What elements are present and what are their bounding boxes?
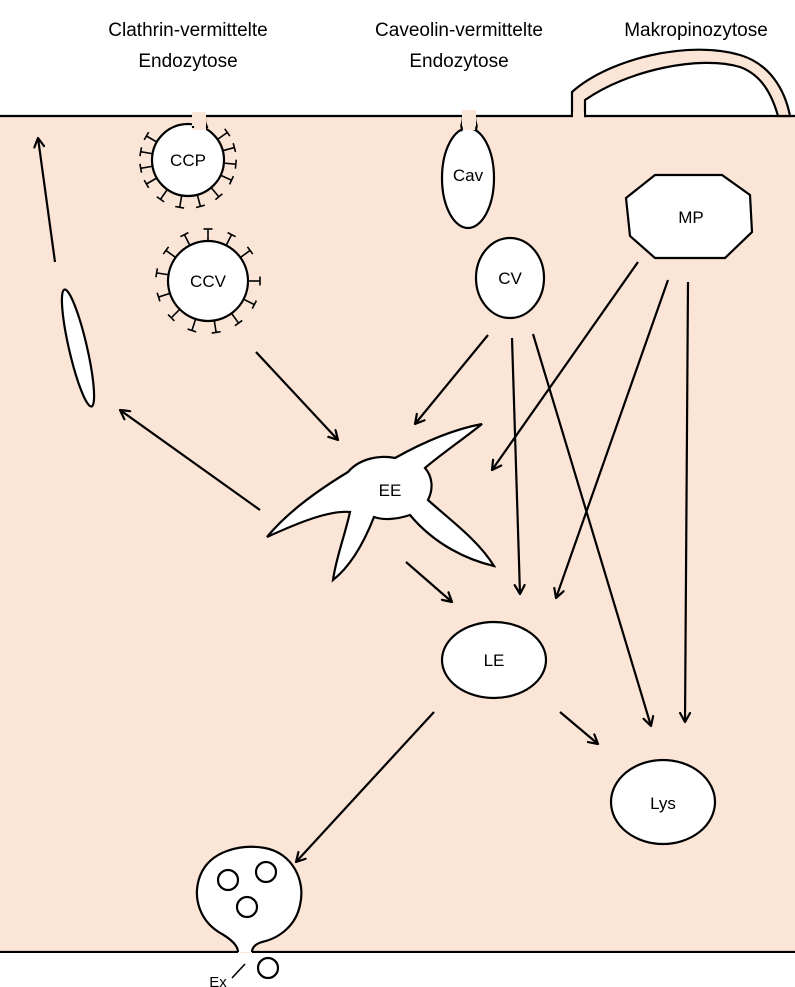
- label-cav: Cav: [453, 166, 484, 185]
- label-mp: MP: [678, 208, 704, 227]
- clathrin-spike: [146, 177, 158, 185]
- arrow-ccv-to-ee: [255, 351, 338, 440]
- clathrin-spike-cap: [162, 246, 170, 255]
- late-endosome: [440, 620, 548, 700]
- label-lys: Lys: [650, 794, 676, 813]
- clathrin-spike-cap: [139, 147, 143, 157]
- macropinocytosis-ruffle: [570, 48, 792, 118]
- clathrin-spike-cap: [211, 330, 221, 334]
- header-clathrin-line1: Clathrin-vermittelte: [108, 20, 267, 41]
- clathrin-spike-cap: [156, 292, 161, 302]
- arrow-le-to-lys: [559, 711, 598, 744]
- clathrin-spike: [146, 135, 158, 143]
- caveola: [440, 110, 496, 230]
- clathrin-spike: [210, 187, 220, 198]
- header-macropinocytosis: Makropinozytose: [624, 20, 768, 41]
- arrow-ee-to-recycling: [120, 410, 261, 511]
- clathrin-spike: [225, 234, 233, 246]
- label-ee: EE: [379, 481, 402, 500]
- clathrin-spike: [223, 162, 236, 165]
- clathrin-spike-cap: [155, 268, 159, 278]
- clathrin-spike-cap: [167, 314, 175, 322]
- lysosome: [609, 758, 717, 846]
- exosome-pointer: [231, 963, 246, 979]
- clathrin-spike: [178, 195, 183, 208]
- label-ex: Ex: [209, 974, 227, 987]
- intraluminal-vesicle: [216, 868, 240, 892]
- header-caveolin-line1: Caveolin-vermittelte: [375, 20, 543, 41]
- clathrin-spike-cap: [180, 231, 189, 238]
- arrows: [38, 138, 688, 862]
- clathrin-spike: [156, 272, 169, 276]
- label-ccp: CCP: [170, 151, 206, 170]
- clathrin-spike: [222, 146, 235, 152]
- clathrin-spike: [230, 312, 240, 324]
- clathrin-spike-cap: [232, 143, 237, 153]
- clathrin-spike-cap: [234, 159, 238, 169]
- clathrin-spike-cap: [251, 300, 258, 309]
- clathrin-spike-cap: [156, 196, 165, 203]
- header-caveolin-line2: Endozytose: [409, 51, 508, 72]
- clathrin-spike: [158, 292, 171, 298]
- arrow-cv-to-ee: [415, 334, 489, 424]
- early-endosome: [266, 422, 497, 583]
- clathrin-spike: [170, 308, 181, 319]
- clathrin-spike: [239, 249, 251, 259]
- arrow-cv-to-le: [510, 337, 520, 594]
- macropinosome: [624, 173, 754, 260]
- clathrin-spike: [220, 174, 232, 182]
- extracellular-space-bottom: [0, 953, 795, 987]
- clathrin-spike: [159, 189, 169, 200]
- arrow-le-to-mvb: [296, 711, 435, 862]
- arrow-ee-to-le: [405, 561, 452, 602]
- clathrin-spike-cap: [227, 231, 236, 238]
- clathrin-coated-vesicle: [155, 228, 261, 334]
- clathrin-spike-cap: [224, 128, 231, 137]
- clathrin-spike-cap: [246, 246, 254, 255]
- clathrin-spike-cap: [143, 179, 150, 189]
- clathrin-spike-cap: [175, 205, 185, 209]
- clathrin-spike-cap: [228, 175, 235, 185]
- clathrin-spike: [217, 131, 228, 141]
- clathrin-spike: [213, 320, 217, 333]
- label-le: LE: [484, 651, 505, 670]
- clathrin-spike-cap: [187, 328, 197, 333]
- clathrin-spike-cap: [234, 319, 243, 327]
- clathrin-spike: [140, 150, 153, 155]
- label-ccv: CCV: [190, 272, 227, 291]
- arrow-mp-to-ee: [492, 261, 639, 470]
- clathrin-spike-cap: [143, 131, 150, 141]
- clathrin-spike: [165, 249, 177, 259]
- intraluminal-vesicle: [254, 860, 278, 884]
- clathrin-spike: [243, 298, 255, 306]
- multivesicular-body: [195, 845, 303, 953]
- clathrin-coated-pit: [139, 112, 238, 209]
- caveolar-vesicle: [474, 236, 546, 320]
- clathrin-spike: [183, 234, 191, 246]
- clathrin-spike-cap: [214, 193, 223, 201]
- clathrin-spike: [196, 194, 202, 207]
- arrow-mp-to-lys: [685, 281, 688, 722]
- exosome: [256, 956, 280, 980]
- clathrin-spike: [140, 165, 153, 170]
- intraluminal-vesicle: [235, 895, 259, 919]
- clathrin-spike-cap: [195, 204, 205, 209]
- arrow-cv-to-lys: [531, 333, 651, 726]
- clathrin-spike-cap: [139, 163, 143, 173]
- arrow-mp-to-le: [556, 279, 670, 598]
- header-clathrin-line2: Endozytose: [138, 51, 237, 72]
- label-cv: CV: [498, 269, 522, 288]
- arrow-recycling-to-membrane: [38, 138, 57, 263]
- clathrin-spike: [191, 318, 197, 331]
- recycling-tubule: [60, 288, 96, 408]
